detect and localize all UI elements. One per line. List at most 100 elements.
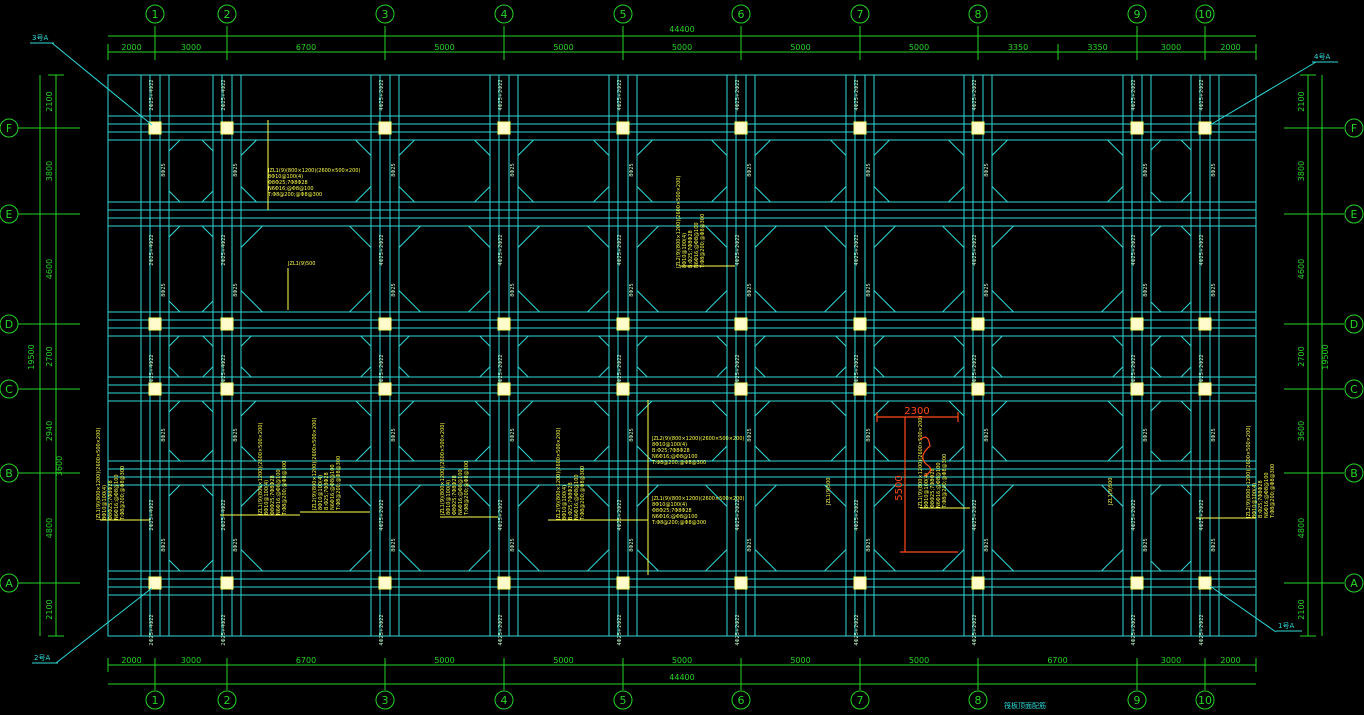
axis-bubble-col[interactable]: 7 bbox=[850, 690, 870, 710]
axis-bubble-col[interactable]: 4 bbox=[494, 690, 514, 710]
axis-bubble-row[interactable]: D bbox=[0, 314, 19, 334]
axis-bubble-row[interactable]: B bbox=[1344, 463, 1364, 483]
column-block bbox=[1198, 121, 1212, 135]
beam-note-line: JZL2(9)(800×1200)(2600×500×200) bbox=[556, 428, 562, 521]
axis-bubble-row[interactable]: F bbox=[0, 118, 19, 138]
axis-bubble-col[interactable]: 9 bbox=[1127, 4, 1147, 24]
beam-note-block: JZL2(9)(800×1200)(2600×500×200)8Φ10@100(… bbox=[312, 418, 342, 511]
axis-bubble-row[interactable]: B bbox=[0, 463, 19, 483]
axis-bubble-circle bbox=[968, 690, 988, 710]
total-width-right: 19500 bbox=[1321, 344, 1330, 369]
axis-bubble-row[interactable]: A bbox=[0, 573, 19, 593]
axis-bubble-col[interactable]: 6 bbox=[731, 690, 751, 710]
axis-bubble-row[interactable]: F bbox=[1344, 118, 1364, 138]
rebar-label-short: 8Φ25 bbox=[1211, 163, 1217, 176]
axis-bubble-row[interactable]: A bbox=[1344, 573, 1364, 593]
rebar-label: 4Φ25+2Φ22 bbox=[854, 614, 860, 645]
axis-bubble-col[interactable]: 6 bbox=[731, 4, 751, 24]
dim-text-top: 6700 bbox=[296, 43, 316, 52]
axis-bubble-col[interactable]: 10 bbox=[1195, 690, 1215, 710]
rebar-label: 4Φ25+2Φ22 bbox=[1131, 614, 1137, 645]
axis-bubble-col[interactable]: 8 bbox=[968, 690, 988, 710]
beam-horizontal bbox=[107, 201, 1257, 227]
axis-bubble-circle bbox=[968, 4, 988, 24]
axis-bubble-col[interactable]: 2 bbox=[217, 4, 237, 24]
axis-bubble-row[interactable]: E bbox=[0, 204, 19, 224]
axis-bubble-circle bbox=[145, 690, 165, 710]
axis-bubble-row[interactable]: C bbox=[1344, 379, 1364, 399]
column-block bbox=[378, 576, 392, 590]
beam-note-block: JZL1(9)(800×1200)(2600×500×200)8Φ10@100(… bbox=[258, 423, 288, 516]
axis-bubble-col[interactable]: 5 bbox=[613, 690, 633, 710]
annot-width-text: 2300 bbox=[904, 406, 929, 417]
beam-note-line: 8Φ10@100(4) bbox=[318, 475, 324, 510]
dim-text-right: 2700 bbox=[1297, 346, 1306, 366]
column-block bbox=[148, 576, 162, 590]
axis-bubble-row[interactable]: D bbox=[1344, 314, 1364, 334]
axis-bubble-circle bbox=[850, 4, 870, 24]
axis-bubble-circle bbox=[1127, 4, 1147, 24]
beam-horizontal bbox=[107, 570, 1257, 596]
dim-text-left: 2100 bbox=[45, 91, 54, 111]
rebar-label: 4Φ25+2Φ22 bbox=[972, 499, 978, 530]
beam-note-line: B:Φ25;7Φ8Φ28 bbox=[568, 482, 574, 520]
column-block bbox=[220, 317, 234, 331]
rebar-label-short: 8Φ25 bbox=[391, 538, 397, 551]
axis-bubble-circle bbox=[0, 118, 19, 138]
axis-bubble-col[interactable]: 9 bbox=[1127, 690, 1147, 710]
axis-bubble-label: 9 bbox=[1134, 8, 1141, 21]
axis-bubble-label: D bbox=[5, 318, 13, 331]
axis-bubble-col[interactable]: 10 bbox=[1195, 4, 1215, 24]
beam-note-line: Φ8Φ25;7Φ8Φ28 bbox=[452, 475, 458, 515]
axis-bubble-circle bbox=[613, 690, 633, 710]
beam-note-line: T:Φ8@200;@Φ8@300 bbox=[464, 461, 470, 516]
axis-bubble-label: 3 bbox=[382, 694, 389, 707]
dim-text-left: 4800 bbox=[45, 518, 54, 538]
beam-note-line: 8Φ10@100(4) bbox=[264, 480, 270, 515]
axis-bubble-col[interactable]: 7 bbox=[850, 4, 870, 24]
axis-bubble-row[interactable]: E bbox=[1344, 204, 1364, 224]
axis-bubble-col[interactable]: 1 bbox=[145, 4, 165, 24]
axis-bubble-col[interactable]: 1 bbox=[145, 690, 165, 710]
raft-panel bbox=[168, 225, 214, 313]
raft-panel bbox=[1150, 484, 1192, 572]
corner-leader bbox=[1209, 585, 1277, 633]
beam-note-line: N6Φ16;@Φ8@100 bbox=[1264, 472, 1270, 518]
beam-note-short: JZL1(9)500 bbox=[1108, 478, 1114, 507]
axis-bubble-row[interactable]: C bbox=[0, 379, 19, 399]
beam-note-line: 8Φ10@100(4) bbox=[652, 502, 687, 508]
rebar-label: 4Φ25+2Φ22 bbox=[617, 499, 623, 530]
axis-bubble-label: 7 bbox=[857, 694, 864, 707]
beam-note-line: B:Φ25;7Φ8Φ28 bbox=[324, 472, 330, 510]
axis-bubble-circle bbox=[375, 690, 395, 710]
axis-bubble-label: B bbox=[5, 467, 13, 480]
axis-bubble-circle bbox=[494, 4, 514, 24]
beam-note-line: B:Φ25;7Φ8Φ28 bbox=[1258, 480, 1264, 518]
dim-text-bottom: 5000 bbox=[909, 656, 929, 665]
beam-note-line: Φ8Φ25;7Φ8Φ28 bbox=[268, 180, 308, 186]
column-block bbox=[220, 121, 234, 135]
rebar-label: 4Φ25+2Φ22 bbox=[1199, 614, 1205, 645]
axis-bubble-col[interactable]: 3 bbox=[375, 4, 395, 24]
axis-bubble-col[interactable]: 2 bbox=[217, 690, 237, 710]
column-block bbox=[378, 317, 392, 331]
axis-bubble-col[interactable]: 5 bbox=[613, 4, 633, 24]
rebar-label: 4Φ25+2Φ22 bbox=[735, 79, 741, 110]
axis-bubble-col[interactable]: 4 bbox=[494, 4, 514, 24]
axis-bubble-col[interactable]: 8 bbox=[968, 4, 988, 24]
rebar-label-short: 8Φ25 bbox=[1143, 283, 1149, 296]
rebar-label: 4Φ25+2Φ22 bbox=[1131, 79, 1137, 110]
axis-bubble-label: F bbox=[1351, 122, 1357, 135]
axis-bubble-label: E bbox=[6, 208, 13, 221]
axis-bubble-label: E bbox=[1351, 208, 1358, 221]
axis-bubble-label: 9 bbox=[1134, 694, 1141, 707]
beam-note-line: 8Φ10@100(4) bbox=[562, 485, 568, 520]
rebar-label-short: 8Φ25 bbox=[391, 428, 397, 441]
axis-bubble-circle bbox=[0, 573, 19, 593]
rebar-label: 4Φ25+2Φ22 bbox=[498, 79, 504, 110]
column-block bbox=[734, 382, 748, 396]
foundation-beams bbox=[107, 74, 1257, 637]
axis-bubble-col[interactable]: 3 bbox=[375, 690, 395, 710]
